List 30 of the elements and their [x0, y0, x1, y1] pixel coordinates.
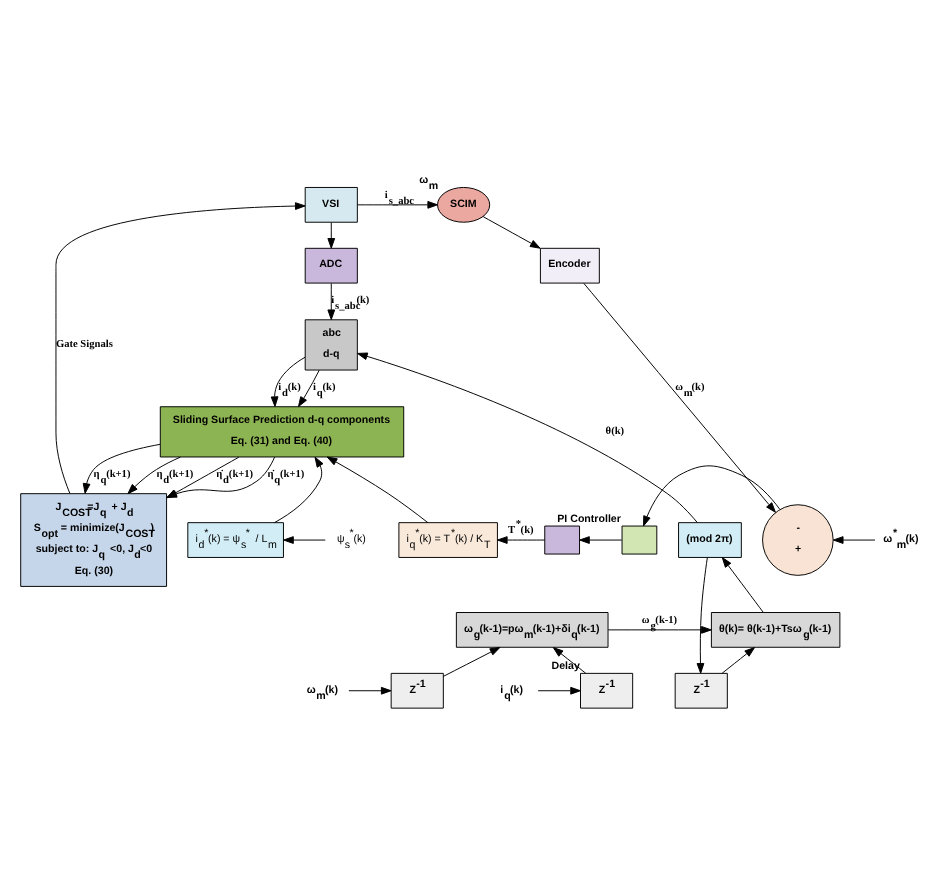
arrow: [82, 442, 161, 493]
arrow: [127, 455, 181, 494]
node-box: [621, 524, 658, 554]
arrow: [327, 221, 336, 248]
arrow: [270, 355, 306, 406]
arrow: [327, 281, 336, 320]
arrow: [443, 645, 501, 676]
arrow: [482, 215, 541, 248]
arrow: [356, 199, 438, 208]
arrow: [497, 535, 546, 543]
arrow: [721, 646, 755, 673]
arrow: [696, 556, 708, 673]
arrow: [583, 281, 776, 512]
arrow: [348, 685, 392, 694]
arrow: [832, 535, 876, 543]
arrow: [721, 556, 764, 612]
arrow: [274, 455, 324, 523]
node-box: [544, 524, 581, 554]
arrow: [552, 646, 587, 673]
arrow: [326, 455, 429, 523]
arrow: [579, 535, 623, 543]
arrow: [166, 455, 240, 498]
arrow: [298, 368, 320, 407]
arrow: [643, 464, 781, 526]
arrow: [166, 455, 276, 497]
arrow: [607, 625, 712, 633]
arrow: [55, 201, 306, 493]
arrow: [537, 685, 581, 694]
arrow: [357, 351, 698, 522]
arrow: [283, 535, 326, 543]
